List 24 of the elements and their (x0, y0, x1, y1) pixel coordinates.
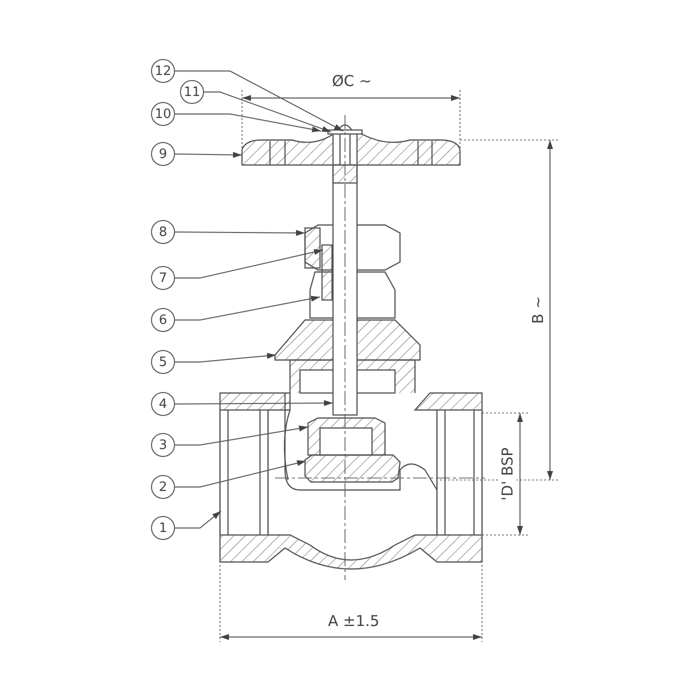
leader-line (174, 114, 322, 132)
callout-number: 4 (151, 392, 175, 416)
callout-number: 7 (151, 266, 175, 290)
callout-number: 1 (151, 516, 175, 540)
callout-number: 3 (151, 433, 175, 457)
leader-line (174, 296, 320, 320)
leader-line (174, 510, 222, 528)
callout-number: 8 (151, 220, 175, 244)
callout-number: 11 (180, 80, 204, 104)
callout-number: 10 (151, 102, 175, 126)
leader-line (204, 92, 332, 132)
leader-line (174, 70, 344, 132)
leader-line (174, 230, 306, 236)
callout-number: 9 (151, 142, 175, 166)
callout-number: 2 (151, 475, 175, 499)
leader-line (174, 152, 242, 158)
leader-line (174, 400, 334, 406)
leader-line (174, 352, 276, 362)
leader-line (174, 460, 306, 488)
callout-number: 6 (151, 308, 175, 332)
callout-number: 12 (151, 59, 175, 83)
leader-line (174, 249, 324, 278)
leader-line (174, 426, 308, 446)
callout-number: 5 (151, 350, 175, 374)
